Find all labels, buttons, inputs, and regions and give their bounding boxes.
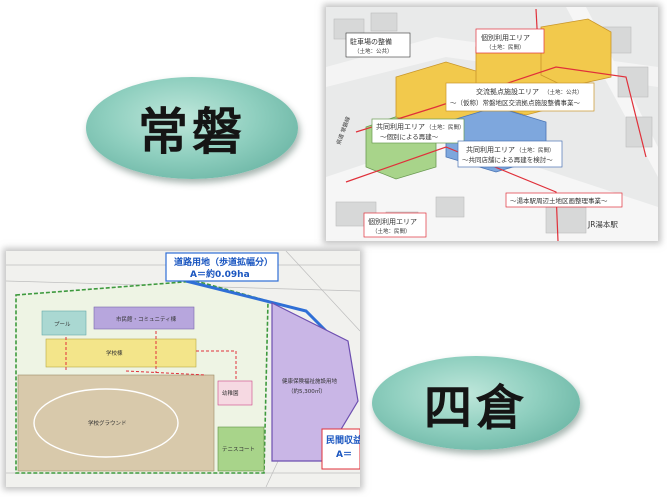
private-area-box — [321, 428, 360, 470]
road-callout-area: A＝約0.09ha — [190, 268, 250, 280]
kinder-label: 幼稚園 — [222, 389, 239, 397]
individual-bottom-callout: 個別利用エリア — [368, 217, 417, 226]
joint-callout: 共同利用エリア — [466, 145, 515, 154]
pool-label: プール — [54, 321, 71, 328]
station-label: JR湯本駅 — [587, 219, 618, 229]
individual-top-callout-sub: （土地：民間） — [486, 43, 525, 51]
pool-area — [41, 310, 87, 336]
land-readjust-callout: ～湯本駅周辺土地区画整理事業～ — [510, 196, 608, 205]
joban-badge-label: 常磐 — [138, 103, 246, 161]
joban-badge: 常磐 — [86, 77, 298, 179]
parking-callout-sub: （土地：公共） — [354, 47, 393, 55]
yotsukura-plan-image: 道路用地（歩道拡幅分） A＝約0.09ha 民間収益 A＝ プール 市民館・コミ… — [6, 251, 360, 487]
yotsukura-badge-label: 四倉 — [423, 380, 528, 436]
welfare-label: 健康保険福祉施設用地 — [282, 377, 338, 385]
joban-aerial-drawing: 駐車場の整備 （土地：公共） 個別利用エリア （土地：民間） 交流拠点施設エリア… — [326, 7, 658, 241]
parking-callout: 駐車場の整備 — [350, 37, 392, 46]
joban-aerial-image: 駐車場の整備 （土地：公共） 個別利用エリア （土地：民間） 交流拠点施設エリア… — [326, 7, 658, 241]
tennis-area — [217, 426, 265, 472]
exchange-callout-sub: （土地：公共） — [544, 88, 583, 96]
yotsukura-plan-drawing: 道路用地（歩道拡幅分） A＝約0.09ha 民間収益 A＝ プール 市民館・コミ… — [6, 251, 360, 487]
community-label: 市民館・コミュニティ棟 — [116, 315, 177, 323]
individual-mid-callout: 共同利用エリア — [376, 122, 425, 131]
yotsukura-badge: 四倉 — [372, 356, 580, 450]
exchange-callout-note: ～（仮称）常磐地区交流拠点施設整備事業～ — [450, 98, 581, 107]
exchange-callout: 交流拠点施設エリア — [476, 87, 539, 96]
joint-callout-note: ～共同店舗による再建を検討～ — [462, 155, 553, 164]
road-callout-title: 道路用地（歩道拡幅分） — [174, 256, 273, 268]
individual-bottom-callout-sub: （土地：民間） — [372, 227, 411, 235]
school-label: 学校棟 — [106, 349, 123, 357]
kinder-area — [217, 380, 253, 406]
individual-mid-callout-sub: （土地：民間） — [426, 123, 465, 131]
individual-top-callout: 個別利用エリア — [481, 33, 530, 42]
private-label: 民間収益 — [326, 434, 360, 446]
private-area-label: A＝ — [336, 450, 352, 460]
welfare-area-label: （約5,300㎡） — [288, 387, 326, 395]
joint-callout-sub: （土地：民間） — [516, 146, 555, 154]
ground-label: 学校グラウンド — [88, 419, 127, 427]
individual-mid-callout-note: ～個別による再建～ — [380, 132, 439, 141]
school-area — [45, 338, 197, 368]
community-area — [93, 306, 195, 330]
road-callout-box — [165, 252, 279, 282]
tennis-label: テニスコート — [222, 446, 255, 453]
ground-area — [17, 374, 215, 472]
